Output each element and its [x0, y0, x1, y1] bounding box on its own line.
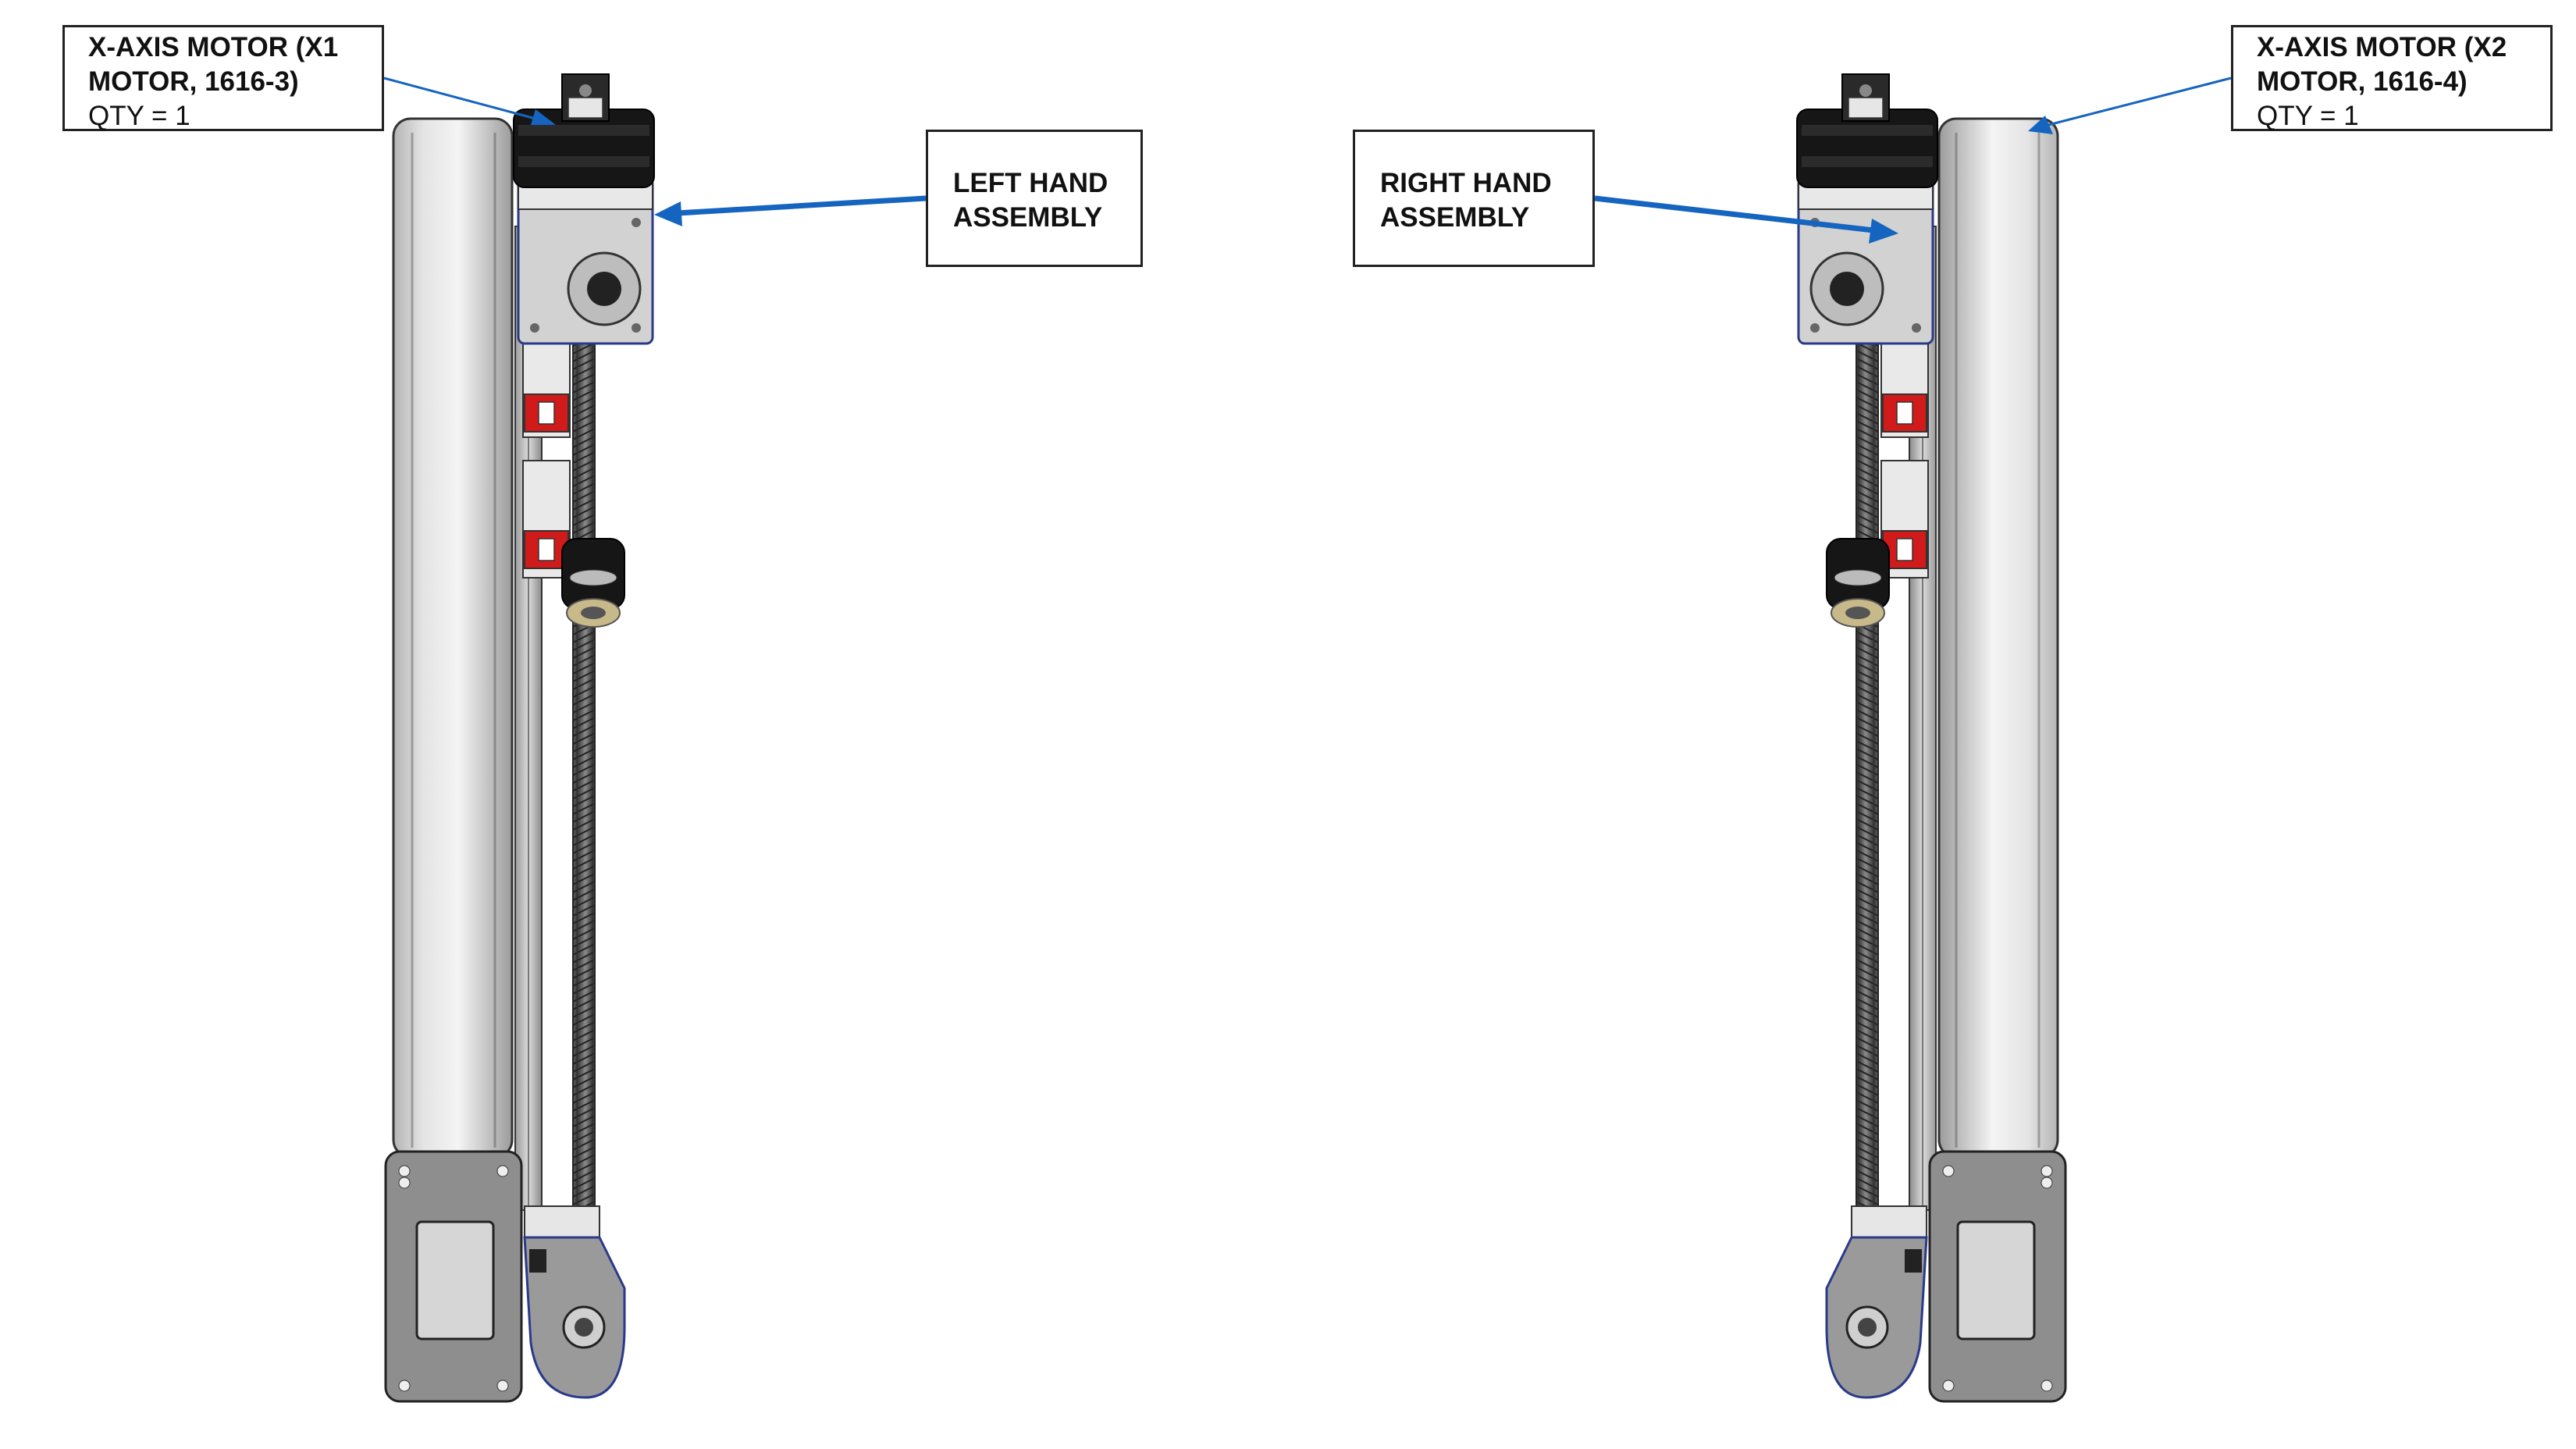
callout-x1-line1: X-AXIS MOTOR (X1: [88, 32, 339, 62]
right-lead-screw: [1856, 288, 1879, 1297]
callout-x2-motor: X-AXIS MOTOR (X2 MOTOR, 1616-4) QTY = 1: [2231, 25, 2553, 131]
leader-lines: [383, 77, 2232, 244]
right-bearing-block-lower: [1880, 460, 1929, 579]
arrowhead-x2-motor: [2028, 116, 2053, 134]
left-end-plate: [384, 1150, 523, 1403]
arrowhead-left-hand: [654, 201, 682, 226]
callout-x1-qty: QTY = 1: [88, 101, 190, 131]
leader-x2-motor: [2048, 77, 2232, 126]
arrowhead-x1-motor: [531, 109, 556, 125]
callout-x1-line2: MOTOR, 1616-3): [88, 66, 299, 97]
leader-x1-motor: [383, 77, 536, 120]
leader-left-hand: [677, 195, 927, 216]
callout-x2-line1: X-AXIS MOTOR (X2: [2257, 32, 2507, 62]
callout-right-hand-assembly: RIGHT HAND ASSEMBLY: [1353, 130, 1595, 267]
right-x2-motor: [1796, 73, 1938, 188]
callout-x2-qty: QTY = 1: [2257, 101, 2359, 131]
right-end-bearing-support: [1825, 1205, 1928, 1399]
callout-right-line2: ASSEMBLY: [1380, 202, 1530, 233]
left-end-bearing-support: [523, 1205, 626, 1399]
callout-left-line2: ASSEMBLY: [953, 202, 1103, 233]
arrowhead-right-hand: [1869, 219, 1898, 244]
left-x1-motor: [513, 73, 655, 188]
left-lead-screw-nut: [561, 538, 625, 628]
left-lead-screw: [572, 288, 596, 1297]
right-motor-mount: [1797, 176, 1934, 345]
callout-x2-line2: MOTOR, 1616-4): [2257, 66, 2467, 97]
left-motor-mount: [517, 176, 654, 345]
callout-right-line1: RIGHT HAND: [1380, 168, 1552, 198]
callout-left-line1: LEFT HAND: [953, 168, 1108, 198]
callout-x1-motor: X-AXIS MOTOR (X1 MOTOR, 1616-3) QTY = 1: [62, 25, 384, 131]
right-end-plate: [1928, 1150, 2067, 1403]
leader-right-hand: [1594, 195, 1874, 233]
left-hand-assembly: [384, 73, 655, 1403]
right-lead-screw-nut: [1826, 538, 1890, 628]
callout-left-hand-assembly: LEFT HAND ASSEMBLY: [926, 130, 1143, 267]
right-hand-assembly: [1796, 73, 2067, 1403]
